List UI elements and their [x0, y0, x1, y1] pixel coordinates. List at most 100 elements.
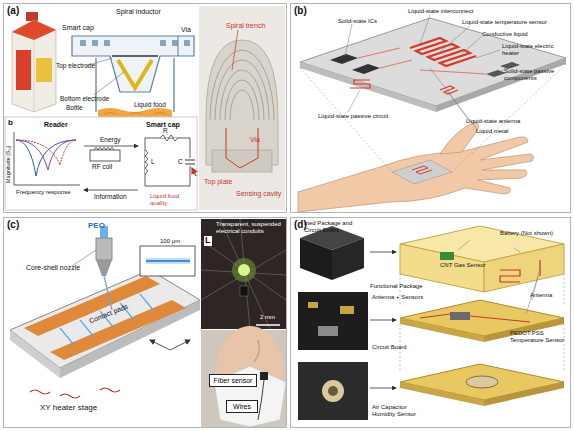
wireless-readout-part: [185, 160, 195, 161]
wireless-readout-part: [94, 148, 114, 151]
part-label: Liquid-state interconnect: [408, 8, 473, 15]
exploded-package-part: [400, 274, 401, 306]
package-photos-part: [370, 252, 396, 253]
stretchable-circuit-part: [300, 62, 436, 112]
package-photos-part: [370, 388, 396, 389]
callout-box: Fiber sensor: [209, 374, 257, 387]
smart-cap-schematic-part: [184, 40, 190, 46]
milk-carton-part: [36, 58, 52, 82]
cap-photo-part: [199, 6, 285, 210]
cap-photo-part: [232, 30, 238, 70]
part-label: Air Capacitor Humidity Sensor: [372, 404, 430, 417]
package-photos-part: [298, 292, 368, 350]
part-label: Frequency response: [16, 189, 71, 196]
printing-stage-part: [10, 330, 60, 378]
liquid-food-part: [98, 108, 172, 117]
part-label: Functional Package: [370, 283, 423, 290]
cap-photo-part: [215, 60, 269, 120]
stretchable-circuit: [300, 18, 566, 112]
part-label: XY heater stage: [40, 404, 97, 413]
part-label: Circuit Board: [372, 344, 407, 351]
wireless-readout-part: [192, 168, 196, 176]
wireless-readout-part: [16, 140, 76, 165]
part-label: Transparent, suspended electrical condui…: [216, 221, 284, 234]
liquid-food-part: [104, 113, 166, 115]
part-label: nted Package and Circuit Board: [304, 220, 362, 233]
milk-carton-part: [12, 20, 56, 40]
part-label: Sensing cavity: [236, 190, 281, 198]
part-label: Spiral inductor: [116, 8, 161, 16]
printing-stage-part: [140, 294, 154, 311]
callout-text: Fiber sensor: [214, 377, 253, 384]
face-mask-photo-part: [254, 340, 259, 362]
face-mask-photo: [201, 326, 286, 427]
package-photos-part: [300, 238, 332, 280]
part-label: Smart cap: [146, 121, 180, 129]
part-label: Liquid-state temperature sensor: [462, 19, 547, 26]
cap-photo-part: [206, 40, 278, 165]
printing-stage-part: [72, 250, 96, 266]
exploded-package-part: [450, 312, 470, 320]
part-label: Reader: [44, 121, 68, 129]
face-mask-photo-part: [258, 380, 264, 420]
wireless-readout-part: [145, 150, 148, 174]
part-label: PEDOT:PSS Temperature Sensor: [510, 330, 568, 343]
part-label: 2 mm: [260, 314, 275, 321]
package-photos-part: [328, 386, 338, 396]
part-label: Bottom electrode: [60, 95, 109, 102]
hand-part: [440, 122, 479, 154]
wireless-readout-part: [145, 138, 190, 186]
smart-cap-schematic-part: [104, 40, 110, 46]
exploded-package: [400, 226, 564, 406]
part-label: C: [178, 158, 183, 165]
part-label: Solid-state passive components: [504, 68, 568, 81]
cap-photo-part: [212, 150, 272, 172]
stretchable-circuit-part: [350, 80, 370, 88]
wireless-readout-part: [14, 132, 80, 185]
stretchable-circuit-part: [352, 64, 380, 74]
wireless-readout-part: [185, 158, 195, 166]
figure-panel: (b): [290, 3, 571, 213]
milk-carton-part: [26, 12, 38, 21]
stretchable-circuit-part: [410, 38, 476, 66]
part-label: Liquid metal: [476, 128, 508, 135]
stretchable-circuit-part: [330, 54, 358, 64]
cap-photo-part: [220, 70, 264, 120]
milk-carton-part: [16, 50, 31, 90]
part-label: Top electrode: [56, 62, 95, 69]
conduit-photo-part: [201, 219, 286, 329]
exploded-package-part: [500, 260, 540, 282]
figure-panel: (d): [290, 217, 571, 428]
milk-carton-part: [12, 20, 56, 112]
printing-stage-part: [150, 340, 170, 350]
part-label: Antenna: [530, 292, 552, 299]
exploded-package-part: [564, 274, 565, 306]
stretchable-circuit-part: [486, 70, 506, 77]
conduit-photo-part: [240, 286, 248, 296]
stretchable-circuit-part: [436, 58, 566, 112]
printing-stage-part: [60, 328, 74, 345]
printing-stage-part: [96, 238, 112, 260]
part-label: Via: [181, 26, 191, 34]
milk-carton: [12, 12, 56, 112]
liquid-food: [98, 108, 172, 117]
package-photos-part: [308, 302, 318, 308]
callout-text: Wires: [233, 403, 251, 410]
cap-photo-part: [210, 50, 274, 120]
printing-stage-part: [170, 340, 190, 350]
printing-stage-part: [50, 300, 186, 360]
part-label: Top plate: [204, 178, 232, 186]
cap-photo-part: [225, 80, 259, 120]
printing-stage-part: [104, 276, 112, 310]
panel-letter: (c): [7, 219, 19, 230]
package-photos-part: [318, 326, 338, 336]
wireless-readout: [5, 117, 197, 210]
panel-letter: (a): [7, 5, 19, 16]
exploded-package-part: [484, 382, 564, 406]
exploded-package-part: [458, 240, 540, 314]
stretchable-circuit-part: [300, 18, 566, 106]
wireless-readout-part: [16, 140, 76, 170]
exploded-package-part: [440, 252, 454, 260]
package-photos-part: [370, 320, 396, 321]
